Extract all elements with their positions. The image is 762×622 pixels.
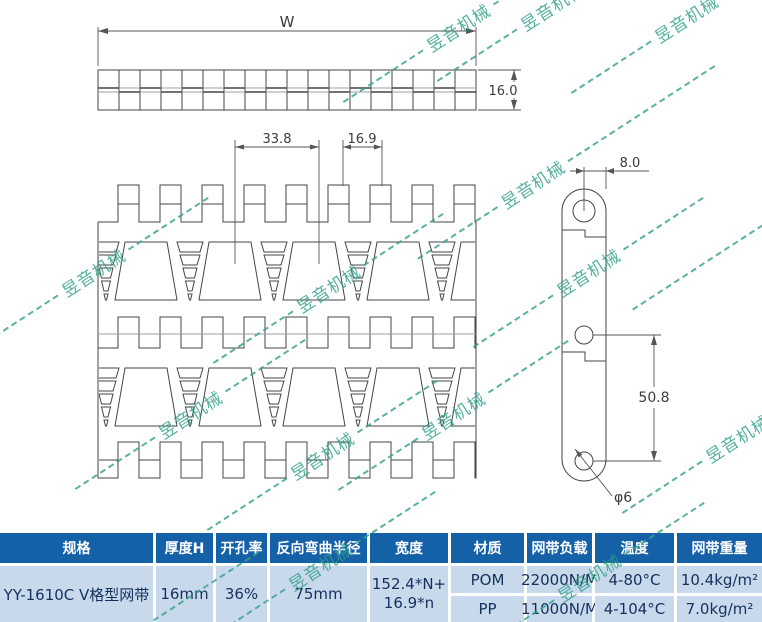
belt-side-view — [97, 69, 477, 111]
belt-top-view — [97, 184, 477, 479]
cell-load-pp: 11000N/M — [521, 596, 598, 622]
header-weight: 网带重量 — [677, 533, 762, 563]
dim-plate-length: 50.8 — [593, 334, 670, 462]
spec-table: 规格 厚度H 开孔率 反向弯曲半径 宽度 材质 网带负载 温度 网带重量 YY-… — [0, 533, 762, 622]
dim-thickness: 16.0 — [478, 69, 521, 111]
header-load: 网带负载 — [527, 533, 592, 563]
dim-plate-top: 8.0 — [570, 156, 649, 211]
header-material: 材质 — [451, 533, 524, 563]
cell-weight-pom: 10.4kg/m² — [677, 566, 762, 593]
cell-spec: YY-1610C V格型网带 — [0, 566, 153, 622]
dim-thickness-label: 16.0 — [489, 84, 518, 99]
header-open-rate: 开孔率 — [216, 533, 267, 563]
cell-reverse-bend-radius: 75mm — [270, 566, 367, 622]
dim-pitch-label: 33.8 — [263, 132, 292, 147]
cell-open-rate: 36% — [216, 566, 267, 622]
cell-thickness: 16mm — [156, 566, 213, 622]
dim-half-pitch: 16.9 — [342, 132, 383, 186]
dim-w-label: W — [280, 13, 295, 31]
cell-weight-pp: 7.0kg/m² — [677, 596, 762, 622]
technical-drawing: W 16.0 — [97, 13, 670, 506]
dim-hole-dia: φ6 — [574, 448, 632, 506]
header-spec: 规格 — [0, 533, 153, 563]
dim-half-pitch-label: 16.9 — [348, 132, 377, 147]
dim-pitch: 33.8 — [234, 132, 320, 264]
header-temperature: 温度 — [595, 533, 674, 563]
dim-hole-dia-label: φ6 — [614, 490, 632, 506]
cell-load-pom: 22000N/M — [521, 566, 598, 593]
dim-plate-length-label: 50.8 — [638, 390, 669, 406]
header-width: 宽度 — [370, 533, 448, 563]
header-reverse-bend-radius: 反向弯曲半径 — [270, 533, 367, 563]
cell-material-pom: POM — [451, 566, 524, 593]
cell-temperature-pp: 4-104°C — [595, 596, 674, 622]
cell-width-formula: 152.4*N+ 16.9*n — [370, 566, 448, 622]
cell-temperature-pom: 4-80°C — [595, 566, 674, 593]
cell-material-pp: PP — [451, 596, 524, 622]
dim-width-w: W — [97, 13, 477, 66]
header-thickness: 厚度H — [156, 533, 213, 563]
dim-plate-top-label: 8.0 — [620, 156, 641, 171]
